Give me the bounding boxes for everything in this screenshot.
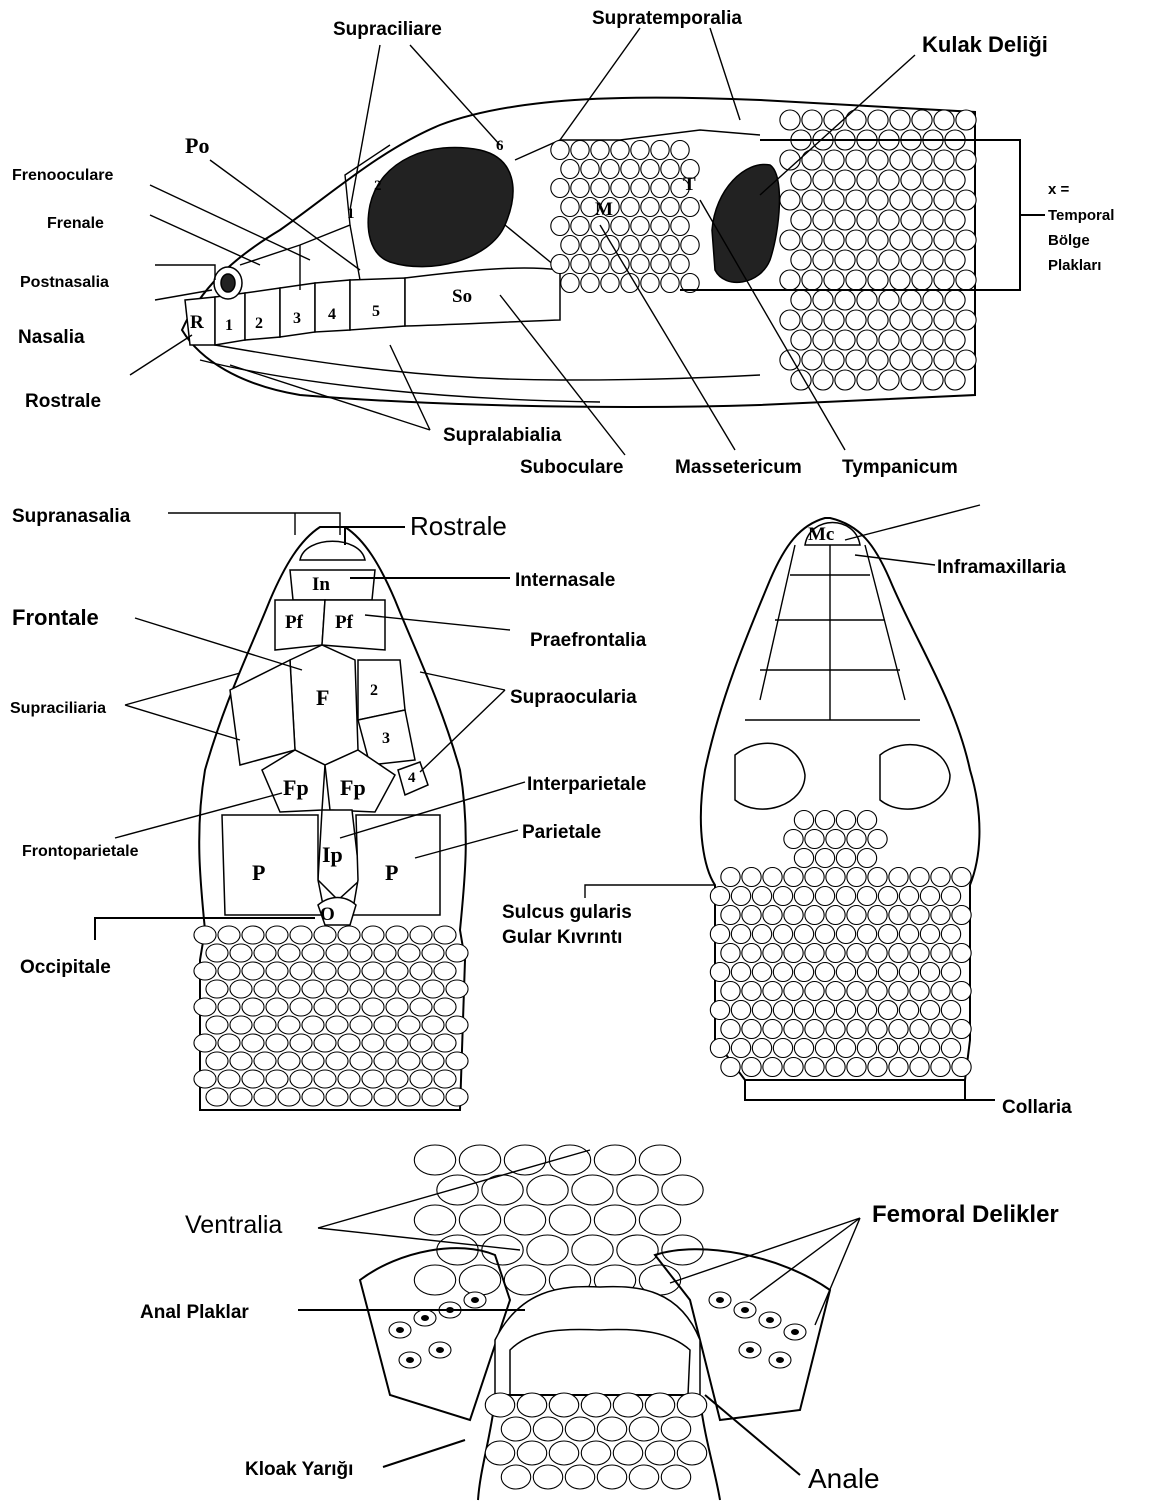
label-temporal-x: x = (1048, 181, 1070, 198)
symbol-rostrale: R (190, 312, 204, 333)
label-collaria: Collaria (1002, 1097, 1072, 1118)
temporal-scales (551, 141, 699, 293)
tail-scales (485, 1393, 706, 1489)
symbol-supralabial-1: 1 (225, 317, 233, 334)
internasal-scale (290, 570, 375, 600)
ear-opening (712, 164, 779, 282)
symbol-massetericum: M (595, 199, 613, 220)
symbol-supralabial-4: 4 (328, 306, 336, 323)
label-occipitale: Occipitale (20, 957, 111, 978)
label-temporal-3: Plakları (1048, 257, 1101, 274)
anale-scale (510, 1329, 690, 1395)
symbol-mentale: Mc (808, 524, 834, 545)
symbol-internasale: In (312, 574, 330, 595)
rostral-scale-dorsal (300, 541, 365, 560)
label-postnasalia: Postnasalia (20, 274, 109, 291)
label-internasale: Internasale (515, 570, 615, 591)
dorsal-head-view: In Pf Pf F 2 3 4 Fp Fp Ip P P O Supranas… (10, 506, 647, 1110)
label-parietale: Parietale (522, 822, 601, 843)
ventral-head-view: Mc Inframaxillaria Sulcus gularis Gular … (502, 505, 1072, 1118)
eye (368, 147, 513, 266)
symbol-supraocular-4: 4 (408, 770, 416, 786)
symbol-supralabial-3: 3 (293, 310, 301, 327)
label-anale: Anale (808, 1463, 880, 1494)
symbol-suboculare: So (452, 286, 472, 307)
symbol-praefrontal-right: Pf (335, 612, 354, 633)
label-frenale: Frenale (47, 215, 104, 232)
symbol-occipitale: O (320, 904, 335, 925)
label-supralabialia: Supralabialia (443, 425, 562, 446)
label-temporal-1: Temporal (1048, 207, 1114, 224)
symbol-parietal-left: P (252, 860, 265, 885)
symbol-supralabial-2: 2 (255, 315, 263, 332)
cloacal-view: Ventralia Femoral Delikler Anal Plaklar … (140, 1145, 1059, 1500)
symbol-frontoparietal-left: Fp (283, 775, 309, 800)
symbol-frontoparietal-right: Fp (340, 775, 366, 800)
label-ventralia: Ventralia (185, 1211, 282, 1239)
label-kloak-yarigi: Kloak Yarığı (245, 1459, 353, 1480)
neck-scales-pattern (780, 110, 976, 390)
label-supraciliare: Supraciliare (333, 19, 442, 40)
label-temporal-2: Bölge (1048, 232, 1090, 249)
label-suboculare: Suboculare (520, 457, 623, 478)
label-po: Po (185, 133, 209, 158)
ventral-scales (414, 1145, 703, 1295)
label-frenooculare: Frenooculare (12, 167, 113, 184)
label-inframaxillaria: Inframaxillaria (937, 557, 1066, 578)
label-supraciliaria: Supraciliaria (10, 700, 106, 717)
label-rostrale-lateral: Rostrale (25, 391, 101, 412)
symbol-interparietale: Ip (322, 842, 343, 867)
symbol-parietal-right: P (385, 860, 398, 885)
symbol-supraocular-3: 3 (382, 730, 390, 747)
label-interparietale: Interparietale (527, 774, 646, 795)
label-frontoparietale: Frontoparietale (22, 843, 139, 860)
label-frontale: Frontale (12, 605, 99, 630)
symbol-supralabial-5: 5 (372, 303, 380, 320)
label-kulak-deligi: Kulak Deliği (922, 32, 1048, 57)
label-supranasalia: Supranasalia (12, 506, 131, 527)
symbol-supraocular-2: 2 (370, 682, 378, 699)
label-praefrontalia: Praefrontalia (530, 630, 647, 651)
prefrontal-scale-right (322, 600, 385, 650)
gular-scales (710, 811, 971, 1077)
label-gular-kivrinti: Gular Kıvrıntı (502, 927, 622, 948)
label-supratemporalia: Supratemporalia (592, 8, 742, 29)
supraocular-scale-left-big (230, 660, 295, 765)
label-supraocularia: Supraocularia (510, 687, 637, 708)
symbol-supraciliare-6: 6 (496, 138, 504, 154)
dorsal-neck-scales (194, 926, 468, 1106)
symbol-frontale: F (316, 685, 329, 710)
label-femoral-delikler: Femoral Delikler (872, 1201, 1059, 1228)
label-anal-plaklar: Anal Plaklar (140, 1302, 249, 1323)
label-tympanicum: Tympanicum (842, 457, 958, 478)
lateral-head-view: R 1 2 3 4 5 So M T 1 2 6 Supraciliare Su… (12, 8, 1114, 478)
label-rostrale-dorsal: Rostrale (410, 511, 507, 541)
symbol-praefrontal-left: Pf (285, 612, 304, 633)
label-massetericum: Massetericum (675, 457, 802, 478)
symbol-supraciliare-2: 2 (374, 178, 382, 194)
suboculare-scale (405, 268, 560, 326)
parietal-scale-left (222, 815, 325, 915)
label-sulcus-gularis: Sulcus gularis (502, 902, 632, 923)
nostril (221, 274, 235, 292)
symbol-tympanicum: T (683, 174, 696, 195)
label-nasalia: Nasalia (18, 327, 85, 348)
